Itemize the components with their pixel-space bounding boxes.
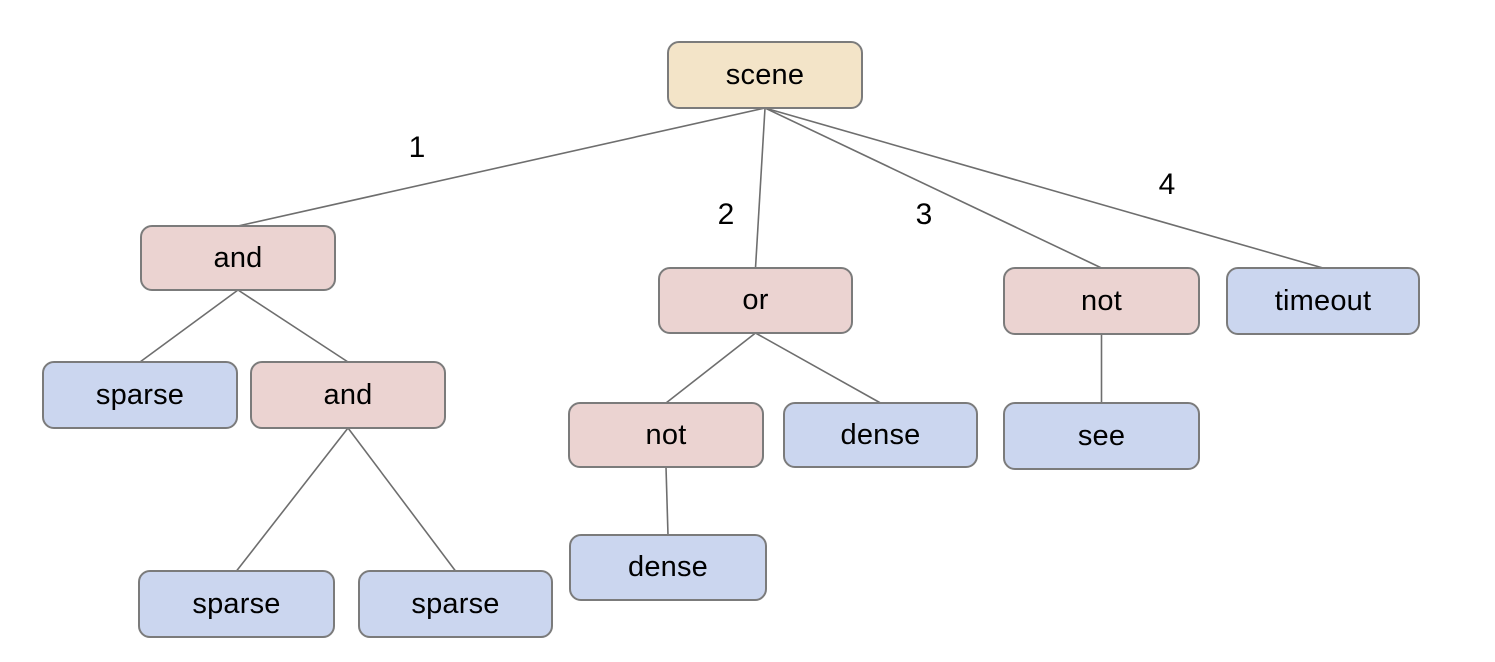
tree-node-timeout-1: timeout	[1226, 267, 1420, 335]
tree-edge-or-1-to-not-1	[665, 332, 756, 404]
edge-label-3: 3	[915, 198, 933, 231]
tree-node-label: sparse	[192, 587, 281, 620]
tree-node-label: sparse	[411, 587, 500, 620]
tree-node-label: or	[742, 284, 769, 316]
tree-node-label: sparse	[95, 378, 185, 411]
tree-node-sparse-2: sparse	[138, 570, 335, 638]
tree-edge-scene-to-not-2	[764, 107, 1102, 269]
tree-node-label: see	[1077, 419, 1126, 452]
tree-node-sparse-1: sparse	[42, 361, 238, 429]
tree-node-dense-2: dense	[569, 534, 767, 601]
edge-label-2: 2	[717, 198, 735, 231]
tree-node-label: dense	[840, 418, 921, 451]
tree-edge-scene-to-timeout-1	[764, 107, 1324, 269]
tree-node-label: and	[323, 378, 373, 411]
tree-node-label: dense	[627, 551, 708, 583]
tree-node-or-1: or	[658, 267, 853, 334]
tree-edge-or-1-to-dense-1	[755, 332, 881, 404]
tree-edge-not-1-to-dense-2	[665, 466, 669, 536]
tree-node-dense-1: dense	[783, 402, 978, 468]
tree-node-scene: scene	[667, 41, 863, 109]
edge-label-1: 1	[408, 131, 426, 164]
tree-node-see-1: see	[1003, 402, 1200, 470]
tree-edge-and-2-to-sparse-3	[347, 427, 457, 572]
tree-node-sparse-3: sparse	[358, 570, 553, 638]
tree-node-label: and	[213, 241, 263, 274]
tree-node-label: not	[1081, 284, 1122, 317]
tree-edge-and-1-to-and-2	[237, 289, 349, 363]
tree-node-not-1: not	[568, 402, 764, 468]
tree-edge-and-1-to-sparse-1	[139, 289, 239, 363]
edge-label-4: 4	[1158, 168, 1176, 201]
tree-edge-scene-to-or-1	[754, 107, 766, 269]
tree-edge-and-2-to-sparse-2	[235, 427, 349, 572]
tree-node-label: timeout	[1274, 284, 1372, 317]
tree-node-label: not	[645, 418, 687, 451]
tree-node-label: scene	[725, 58, 805, 91]
tree-node-not-2: not	[1003, 267, 1200, 335]
tree-node-and-2: and	[250, 361, 446, 429]
tree-edge-scene-to-and-1	[237, 107, 766, 227]
tree-node-and-1: and	[140, 225, 336, 291]
